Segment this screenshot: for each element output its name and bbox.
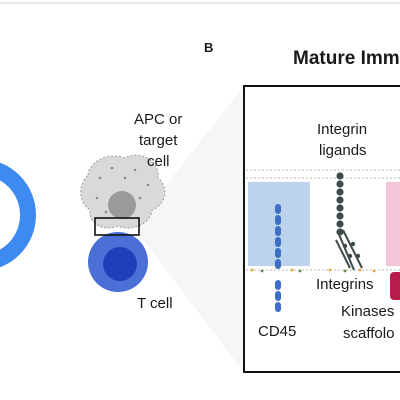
pink-zone bbox=[386, 182, 400, 266]
cd45-label: CD45 bbox=[258, 323, 297, 340]
apc-label-line1: APC or bbox=[134, 111, 183, 128]
zoom-wedge bbox=[140, 86, 244, 372]
kinase-protein bbox=[390, 272, 400, 300]
synapse-box bbox=[94, 217, 140, 236]
integrin-ligands-line2: ligands bbox=[319, 142, 367, 159]
apc-nucleus bbox=[108, 191, 136, 219]
t-cell-label: T cell bbox=[137, 295, 173, 312]
apc-label-line3: cell bbox=[147, 153, 170, 170]
kinases-label-line2: scaffolo bbox=[343, 325, 395, 342]
panel-a-ring bbox=[0, 162, 36, 268]
integrin-beads bbox=[342, 241, 361, 259]
apc-granules bbox=[95, 166, 150, 214]
cd45-protein bbox=[275, 204, 281, 312]
integrin-legs bbox=[335, 229, 363, 271]
panel-b-title: Mature Imm bbox=[293, 48, 400, 69]
t-cell-nucleus bbox=[103, 247, 137, 281]
membrane-dots bbox=[250, 268, 376, 273]
panel-b-letter: B bbox=[204, 40, 214, 55]
kinases-label-line1: Kinases bbox=[341, 303, 395, 320]
integrin-ligands-line1: Integrin bbox=[317, 121, 368, 138]
integrins-label: Integrins bbox=[315, 275, 375, 295]
apc-label-line2: target bbox=[139, 132, 178, 149]
